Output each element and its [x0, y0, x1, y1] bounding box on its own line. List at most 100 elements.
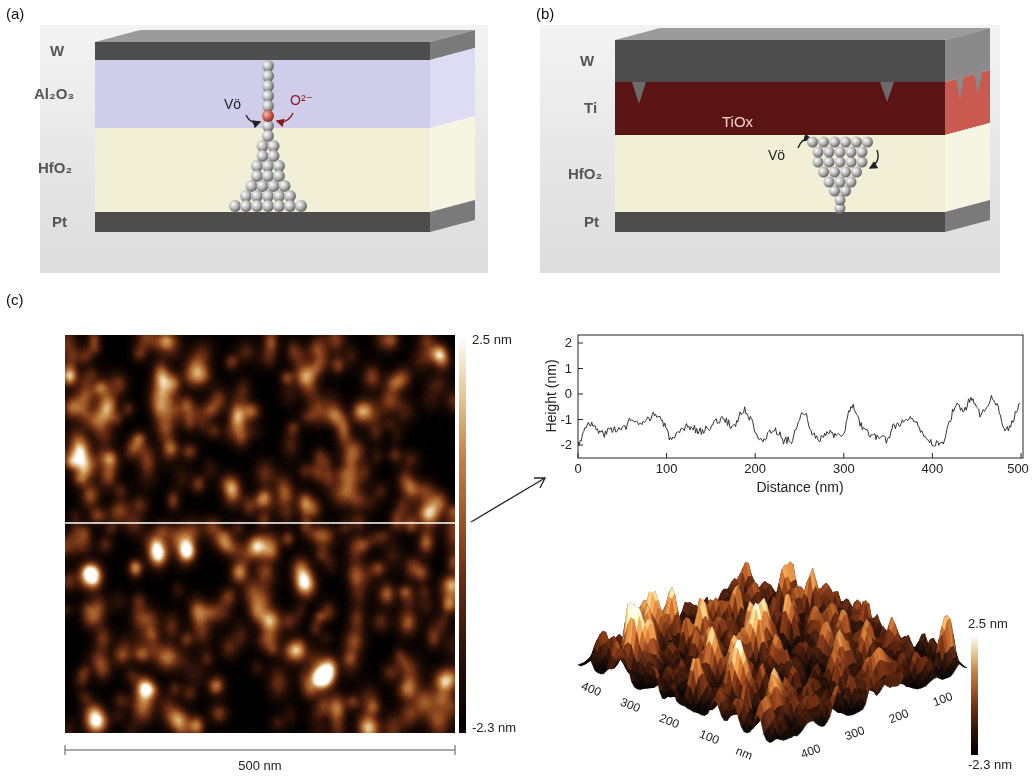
scale-bar	[65, 750, 455, 751]
x-tick	[755, 453, 756, 458]
vacancy-sphere	[846, 157, 857, 168]
afm-3d-surface	[560, 500, 980, 770]
w-layer	[615, 40, 945, 82]
panel-background	[540, 25, 1000, 273]
vacancy-sphere	[851, 167, 862, 178]
scale-bar-end	[65, 745, 66, 755]
w-layer	[95, 42, 430, 60]
vacancy-sphere	[829, 137, 840, 148]
height-profile	[578, 395, 1020, 446]
scale-bar-label: 500 nm	[238, 759, 281, 774]
layer-label: HfO₂	[568, 165, 602, 182]
x-tick-label: 200	[744, 462, 766, 477]
vacancy-sphere	[824, 147, 835, 158]
y-axis-title: Height (nm)	[543, 359, 559, 432]
colorbar-max: 2.5 nm	[472, 333, 512, 348]
vacancy-sphere	[857, 147, 868, 158]
x-axis-title: Distance (nm)	[756, 479, 843, 495]
y-tick	[578, 419, 583, 420]
color-bar	[459, 335, 466, 733]
panel-letter: (a)	[6, 5, 24, 22]
axis-ticks	[578, 343, 1021, 458]
oxygen-ion-sphere	[262, 110, 274, 122]
layer-label: W	[50, 42, 64, 59]
y-tick-label: 1	[565, 361, 572, 376]
y-tick-label: -2	[560, 438, 572, 453]
w-spike	[956, 77, 964, 99]
filaments	[229, 60, 873, 214]
vacancy-sphere	[829, 167, 840, 178]
w-top-face	[615, 28, 990, 40]
vacancy-label: Vö	[224, 96, 241, 112]
profile-plot	[578, 335, 1023, 458]
vacancy-label: Vö	[768, 147, 785, 163]
pointer-arrow	[471, 478, 545, 522]
afm-decorations	[65, 335, 978, 755]
colorbar-max: 2.5 nm	[968, 617, 1008, 632]
afm-image	[65, 335, 455, 733]
layer-label: Pt	[584, 213, 599, 230]
scale-bar-end	[455, 745, 456, 755]
panel-background	[40, 25, 488, 273]
pt-side-face	[945, 200, 990, 232]
panel-letter: (c)	[6, 291, 24, 308]
layer-label: HfO₂	[38, 159, 72, 176]
layer-label: Ti	[584, 99, 597, 116]
pointer-arrow-head	[534, 478, 545, 488]
color-bar	[971, 635, 978, 755]
vacancy-sphere	[818, 137, 829, 148]
vacancy-sphere	[284, 200, 296, 212]
y-tick	[578, 368, 583, 369]
vacancy-sphere	[824, 157, 835, 168]
panel-a-device	[40, 25, 488, 273]
interlayer-label: TiOx	[722, 113, 753, 130]
vacancy-sphere	[851, 137, 862, 148]
oxygen-arrow	[277, 113, 293, 122]
hfo2-layer	[95, 128, 430, 212]
w-spike	[632, 82, 646, 104]
vacancy-sphere	[840, 167, 851, 178]
vacancy-sphere	[273, 200, 285, 212]
x-tick	[1021, 453, 1022, 458]
vacancy-sphere	[840, 137, 851, 148]
x-tick	[932, 453, 933, 458]
x-tick	[666, 453, 667, 458]
plot-frame	[578, 335, 1023, 458]
vacancy-sphere	[862, 137, 873, 148]
w-spike	[974, 72, 982, 94]
x-tick-label: 500	[1007, 462, 1029, 477]
x-tick-label: 0	[574, 462, 581, 477]
vacancy-sphere	[262, 200, 274, 212]
vacancy-arrow	[246, 115, 260, 123]
y-tick-label: 2	[565, 336, 572, 351]
al2o3-side-face	[430, 48, 475, 128]
w-top-face	[95, 30, 475, 42]
x-tick-label: 100	[656, 462, 678, 477]
ti-layer	[615, 82, 945, 135]
x-tick	[843, 453, 844, 458]
layer-label: Pt	[52, 213, 67, 230]
vacancy-sphere	[835, 177, 846, 188]
hfo2-side-face	[945, 123, 990, 212]
panel-b-device	[540, 25, 1000, 273]
vacancy-sphere	[807, 137, 818, 148]
y-tick-label: 0	[565, 387, 572, 402]
x-tick-label: 300	[833, 462, 855, 477]
hfo2-side-face	[430, 116, 475, 212]
pt-layer	[95, 212, 430, 232]
vacancy-sphere	[813, 157, 824, 168]
vacancy-sphere	[824, 177, 835, 188]
vacancy-sphere	[835, 157, 846, 168]
layer-label: W	[580, 52, 594, 69]
al2o3-layer	[95, 60, 430, 128]
vacancy-sphere	[846, 147, 857, 158]
hfo2-layer	[615, 135, 945, 212]
vacancy-arrow	[870, 150, 878, 168]
ion-label: O²⁻	[290, 92, 313, 108]
colorbar-min: -2.3 nm	[472, 721, 516, 736]
y-tick	[578, 343, 583, 344]
layer-label: Al₂O₃	[34, 85, 74, 102]
vacancy-sphere	[295, 200, 307, 212]
